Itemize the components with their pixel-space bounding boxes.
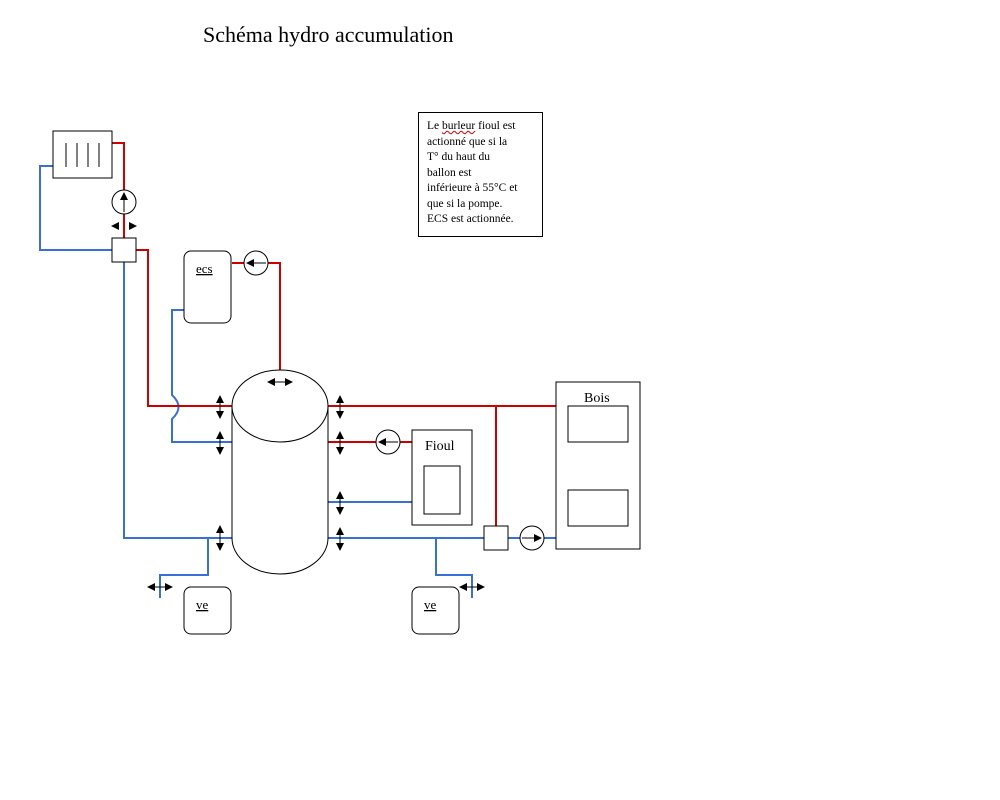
bois-boiler [555, 381, 641, 550]
flow-arrows [111, 222, 485, 591]
radiator [52, 130, 113, 179]
note-line: ballon est [427, 166, 472, 179]
note-line: T° du haut du [427, 151, 491, 163]
ecs-tank [183, 250, 232, 324]
note-line: actionné que si la [427, 135, 508, 148]
pump-fioul-icon [375, 429, 401, 455]
burner-condition-note: Le burleur fioul est actionné que si la … [418, 112, 543, 237]
pump-bois-icon [519, 525, 545, 551]
fioul-label: Fioul [425, 439, 455, 454]
page-title: Schéma hydro accumulation [203, 22, 454, 47]
ve-left-label: ve [196, 597, 209, 612]
note-line: que si la pompe. [427, 197, 503, 210]
pump-radiator-icon [111, 189, 137, 215]
note-line: Le burleur fioul est [427, 120, 516, 132]
mixing-valve-right [483, 525, 509, 551]
fioul-boiler [411, 429, 473, 526]
note-line-burleur: burleur [442, 120, 476, 132]
pump-ecs-icon [243, 250, 269, 276]
bois-label: Bois [584, 391, 610, 406]
mixing-valve-left [111, 237, 137, 263]
ecs-label: ecs [196, 261, 213, 276]
expansion-vessel-left [183, 586, 232, 635]
storage-tank [231, 369, 329, 575]
note-line: inférieure à 55°C et [427, 182, 518, 194]
expansion-vessel-right [411, 586, 460, 635]
ve-right-label: ve [424, 597, 437, 612]
note-line: ECS est actionnée. [427, 213, 514, 225]
